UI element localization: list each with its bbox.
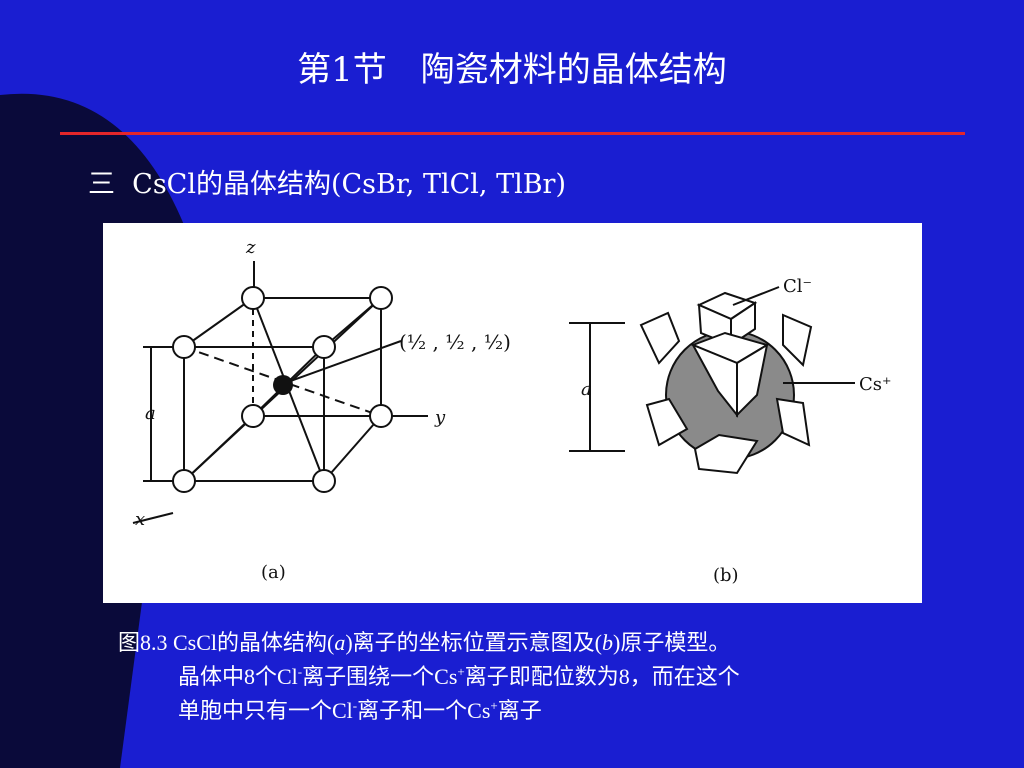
- center-coordinate-label: (½ , ½ , ½): [399, 330, 511, 354]
- dim-a-label-right: a: [581, 379, 592, 400]
- panel-b-label: (b): [713, 565, 739, 586]
- charge-superscript: -: [352, 698, 358, 713]
- cs-label: Cs⁺: [859, 374, 892, 395]
- figure-caption: 图8.3 CsCl的晶体结构(a)离子的坐标位置示意图及(b)原子模型。 晶体中…: [118, 626, 958, 728]
- caption-text: 单胞中只有一个Cl: [178, 698, 353, 723]
- corner-ions: [172, 286, 393, 493]
- caption-line-2: 晶体中8个Cl-离子围绕一个Cs+离子即配位数为8，而在这个: [118, 660, 958, 694]
- dimension-b: [569, 322, 625, 452]
- chloride-corners: [639, 291, 813, 475]
- caption-line-1: 图8.3 CsCl的晶体结构(a)离子的坐标位置示意图及(b)原子模型。: [118, 626, 958, 660]
- caption-text: )原子模型。: [613, 630, 731, 655]
- panel-a-label: (a): [261, 562, 286, 583]
- figure-drawing: z y x a (½ , ½ , ½) (a) a: [132, 237, 892, 586]
- caption-text: 晶体中8个Cl: [178, 664, 298, 689]
- caption-italic-a: a: [334, 630, 346, 655]
- title-divider: [60, 132, 965, 135]
- dim-a-label-left: a: [145, 403, 156, 424]
- axis-z-label: z: [245, 237, 256, 258]
- unit-cell-diagram: [132, 261, 428, 524]
- caption-line-3: 单胞中只有一个Cl-离子和一个Cs+离子: [118, 694, 958, 728]
- caption-text: 离子即配位数为8，而在这个: [464, 664, 740, 689]
- caption-text: 图8.3 CsCl的晶体结构(: [118, 630, 335, 655]
- caption-text: 离子围绕一个Cs: [302, 664, 458, 689]
- axis-y-label: y: [434, 407, 446, 428]
- crystal-structure-figure: z y x a (½ , ½ , ½) (a) a: [103, 223, 922, 603]
- caption-italic-b: b: [602, 630, 614, 655]
- center-ion: [273, 375, 293, 395]
- charge-superscript: -: [297, 664, 303, 679]
- charge-superscript: +: [490, 698, 498, 713]
- b-pointers: [732, 286, 855, 384]
- caption-text: 离子和一个Cs: [357, 698, 491, 723]
- caption-text: 离子: [497, 698, 542, 723]
- section-heading: 三 CsCl的晶体结构(CsBr, TlCl, TlBr): [88, 169, 566, 200]
- slide-title: 第1节 陶瓷材料的晶体结构: [297, 50, 727, 90]
- x-axis: [132, 512, 174, 524]
- caption-text: )离子的坐标位置示意图及(: [345, 630, 603, 655]
- axis-x-label: x: [135, 509, 145, 530]
- charge-superscript: +: [457, 664, 465, 679]
- cl-label: Cl⁻: [783, 276, 812, 297]
